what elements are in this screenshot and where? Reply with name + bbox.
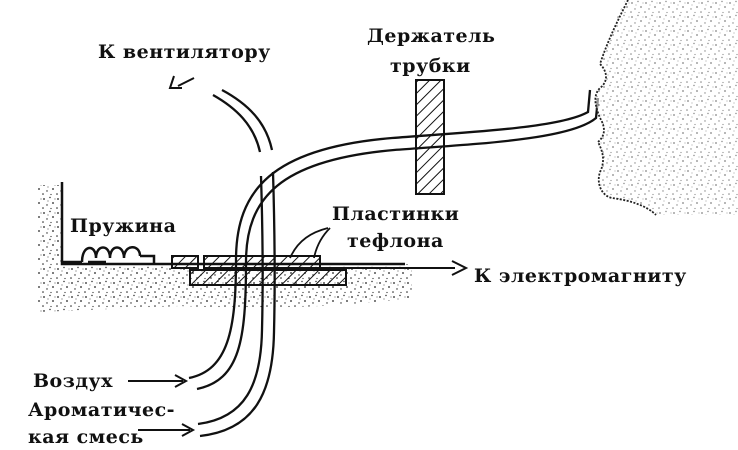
label-spring: Пружина bbox=[70, 215, 176, 237]
label-aroma-2: кая смесь bbox=[28, 426, 144, 448]
label-aroma-1: Ароматичес- bbox=[28, 399, 175, 421]
label-electromagnet: К электромагниту bbox=[474, 265, 687, 287]
teflon-leader-lines bbox=[289, 227, 331, 259]
label-teflon-1: Пластинки bbox=[332, 203, 459, 225]
air-arrow bbox=[128, 374, 189, 388]
aroma-arrow bbox=[138, 423, 196, 437]
tube-to-nose bbox=[188, 89, 600, 391]
label-holder-1: Держатель bbox=[367, 25, 495, 47]
label-air: Воздух bbox=[33, 370, 113, 392]
label-fan: К вентилятору bbox=[98, 41, 271, 63]
rod-to-electromagnet bbox=[318, 260, 469, 276]
teflon-plates bbox=[171, 255, 347, 286]
spring bbox=[62, 246, 156, 264]
label-teflon-2: тефлона bbox=[347, 230, 444, 252]
label-holder-2: трубки bbox=[390, 55, 471, 77]
fan-arrow bbox=[168, 75, 195, 89]
fan-tube bbox=[197, 88, 276, 438]
face-profile bbox=[594, 0, 738, 216]
